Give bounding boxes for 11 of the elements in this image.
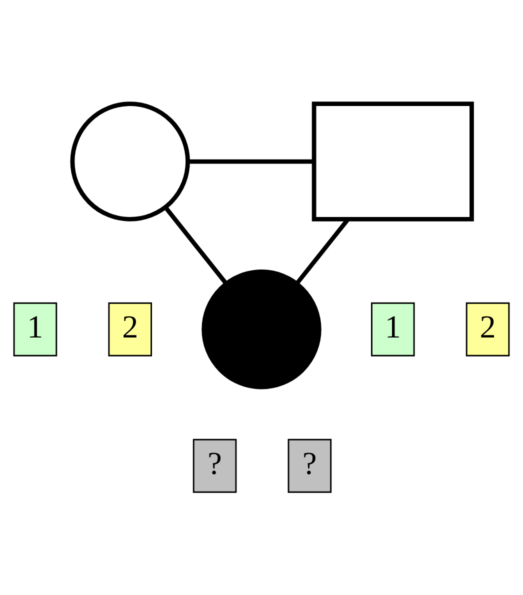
node-box: 2 [108, 302, 152, 356]
node-box: ? [192, 438, 237, 492]
node-box [312, 101, 474, 221]
node-box: 2 [466, 302, 510, 356]
node-box: 1 [13, 302, 58, 356]
node-circle [70, 101, 190, 221]
node-circle [202, 269, 322, 389]
node-box: 1 [371, 302, 415, 356]
connector [164, 205, 228, 284]
node-box: ? [288, 438, 332, 492]
connector [188, 158, 314, 164]
